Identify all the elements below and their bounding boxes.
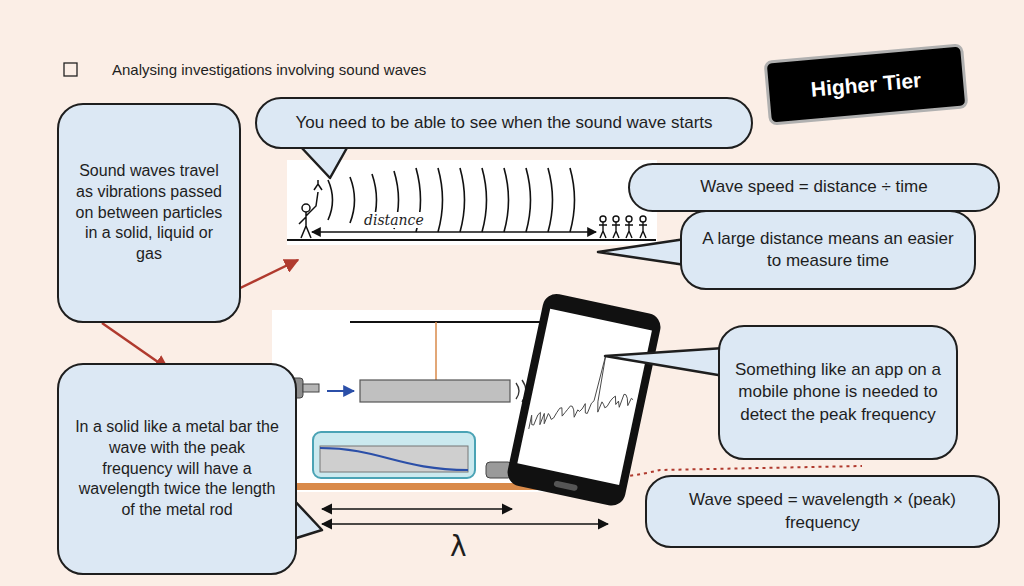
distance-label-holder: distance xyxy=(362,212,426,228)
sound-arc xyxy=(460,168,465,232)
stick-figure-head xyxy=(640,216,646,222)
checklist-item: Analysing investigations involving sound… xyxy=(112,61,426,78)
stick-figure xyxy=(599,222,607,238)
checklist-item-holder: Analysing investigations involving sound… xyxy=(112,61,426,78)
callout-bubble: Wave speed = wavelength × (peak) frequen… xyxy=(645,475,1000,548)
callout-text: Something like an app on a mobile phone … xyxy=(734,359,942,425)
callout-bubble: In a solid like a metal bar the wave wit… xyxy=(57,363,297,575)
callout-bubble: Wave speed = distance ÷ time xyxy=(628,163,1000,212)
stick-figure-head xyxy=(600,216,606,222)
sound-arc xyxy=(438,168,443,232)
distance-label: distance xyxy=(362,212,426,228)
callout-text: Sound waves travel as vibrations passed … xyxy=(73,161,225,265)
tier-label: Higher Tier xyxy=(810,66,922,103)
tier-badge: Higher Tier xyxy=(764,43,969,125)
sound-arc xyxy=(570,168,575,232)
wavelength-symbol: λ xyxy=(450,530,467,563)
sound-arc xyxy=(526,168,531,232)
sound-arc xyxy=(504,168,509,232)
callout-text: A large distance means an easier to meas… xyxy=(696,228,960,272)
wavelength-symbol-holder: λ xyxy=(450,530,467,563)
callout-bubble: A large distance means an easier to meas… xyxy=(680,210,976,290)
stick-figure xyxy=(639,222,647,238)
sound-arc xyxy=(482,168,487,232)
callout-bubble: Something like an app on a mobile phone … xyxy=(718,325,958,460)
sound-arc xyxy=(350,177,355,223)
callout-text: Wave speed = wavelength × (peak) frequen… xyxy=(661,489,984,533)
callout-text: In a solid like a metal bar the wave wit… xyxy=(73,417,281,521)
stick-figure-head xyxy=(613,216,619,222)
sound-arc xyxy=(328,180,333,220)
stick-figure xyxy=(625,222,633,238)
callout-text: You need to be able to see when the soun… xyxy=(295,112,712,134)
sound-arc xyxy=(548,168,553,232)
callout-text: Wave speed = distance ÷ time xyxy=(700,176,927,198)
callout-bubble: You need to be able to see when the soun… xyxy=(255,97,753,149)
stick-figure xyxy=(612,222,620,238)
callout-bubble: Sound waves travel as vibrations passed … xyxy=(57,103,241,323)
stick-figure-head xyxy=(626,216,632,222)
